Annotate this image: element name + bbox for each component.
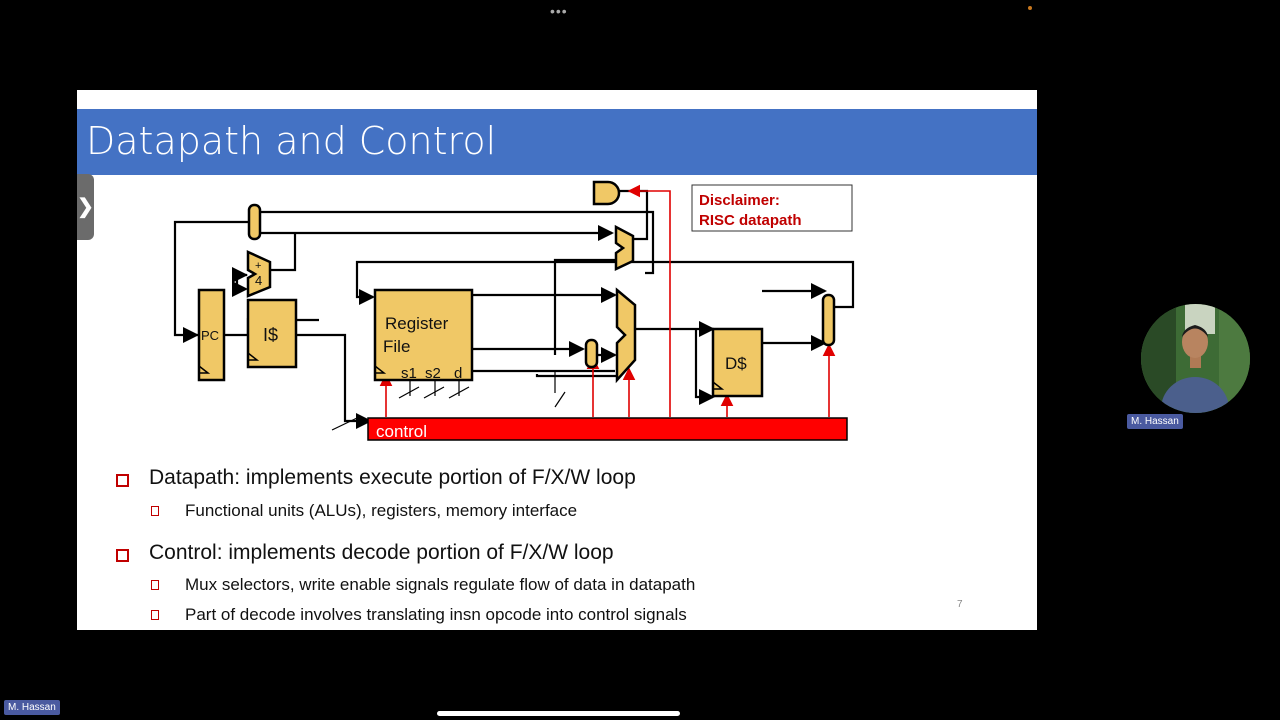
- writeback-mux: [821, 293, 836, 347]
- sub-bullet-datapath: Functional units (ALUs), registers, memo…: [185, 501, 578, 520]
- control-label: control: [376, 422, 427, 441]
- status-dot: [1028, 6, 1032, 10]
- regfile-label-1: Register: [385, 314, 449, 333]
- icache-label: I$: [263, 325, 278, 345]
- branch-and-gate: [592, 180, 621, 206]
- datapath-diagram: PC I$ + 4 Register File s1 s2 d D$ contr…: [173, 180, 855, 441]
- slide-title: Datapath and Control: [86, 119, 497, 163]
- participant-name-tag: M. Hassan: [1127, 414, 1183, 429]
- s1-label: s1: [401, 365, 417, 382]
- bullet-square-icon: [116, 474, 129, 487]
- sub-bullet-control-1: Mux selectors, write enable signals regu…: [185, 575, 696, 594]
- bullet-square-icon: [116, 549, 129, 562]
- sub-bullet-square-icon: [151, 506, 159, 516]
- branch-alu: [614, 224, 635, 271]
- presentation-slide: Datapath and Control ❯: [77, 90, 1037, 630]
- sub-bullet-control-2: Part of decode involves translating insn…: [185, 605, 687, 624]
- title-bar: Datapath and Control: [77, 109, 1037, 175]
- disclaimer-line-1: Disclaimer:: [699, 192, 780, 209]
- regfile-label-2: File: [383, 337, 410, 356]
- pc-mux: [247, 203, 262, 241]
- top-menu-dots[interactable]: •••: [550, 3, 568, 19]
- bullet-control: Control: implements decode portion of F/…: [149, 541, 614, 564]
- sub-bullet-square-icon: [151, 580, 159, 590]
- control-unit: control: [367, 417, 848, 441]
- register-file: [373, 288, 474, 382]
- disclaimer-box: Disclaimer: RISC datapath: [691, 184, 853, 232]
- disclaimer-line-2: RISC datapath: [699, 212, 802, 229]
- adder-const: 4: [255, 273, 262, 288]
- s2-label: s2: [425, 365, 441, 382]
- adder-plus: +: [255, 260, 261, 272]
- pc-label: PC: [201, 328, 219, 343]
- pc-register: [197, 288, 226, 382]
- home-indicator[interactable]: [437, 711, 680, 716]
- participant-video[interactable]: [1141, 304, 1250, 413]
- instruction-cache: [246, 298, 298, 369]
- participant-avatar: [1141, 304, 1250, 413]
- pc-adder: [246, 250, 272, 298]
- main-alu: [615, 287, 637, 384]
- sub-bullet-square-icon: [151, 610, 159, 620]
- bullet-datapath: Datapath: implements execute portion of …: [149, 466, 636, 489]
- sidebar-toggle-button[interactable]: ❯: [77, 174, 94, 240]
- d-label: d: [454, 365, 462, 382]
- self-name-tag: M. Hassan: [4, 700, 60, 715]
- dcache-label: D$: [725, 354, 747, 373]
- page-number: 7: [957, 599, 963, 610]
- regsrc-mux: [584, 338, 599, 369]
- data-cache: [711, 327, 764, 398]
